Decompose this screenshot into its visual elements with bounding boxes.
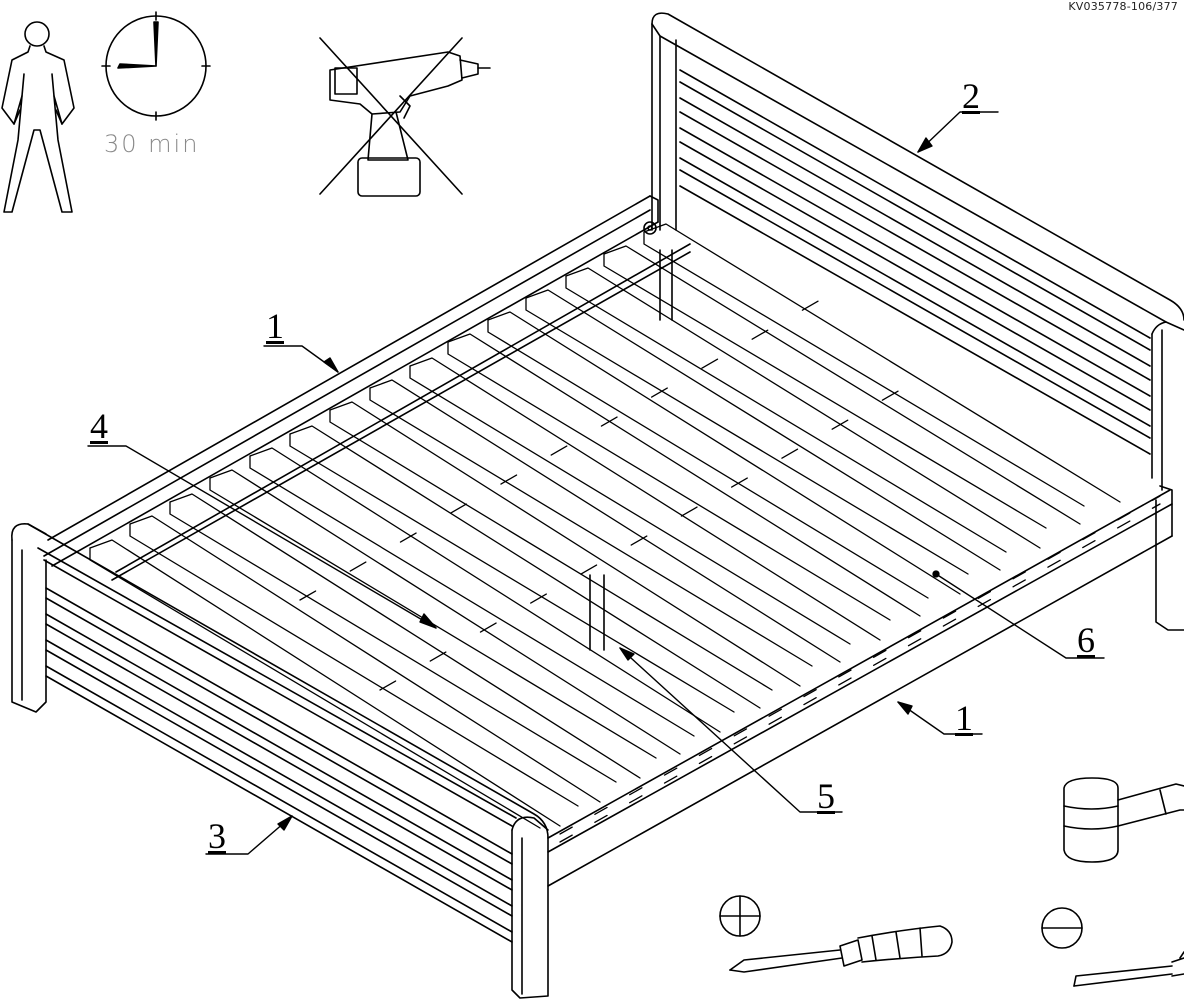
side-rail-left [43, 195, 659, 567]
callout-headboard: 2 [962, 76, 980, 116]
headboard [651, 12, 1184, 631]
side-rail-right [547, 485, 1173, 887]
callout-center-support: 5 [817, 776, 835, 816]
clock-icon [101, 11, 211, 121]
callout-leaders [87, 111, 1105, 855]
callout-footboard: 3 [208, 816, 226, 856]
callout-slat-frame: 4 [90, 406, 108, 446]
callout-side-rail-right: 1 [955, 698, 973, 738]
footboard [11, 523, 549, 999]
no-power-drill-icon [319, 37, 491, 197]
assembly-time-label: 30 min [104, 130, 200, 158]
document-code: KV035778-106/377 [1068, 0, 1178, 13]
callout-side-rail-left: 1 [266, 306, 284, 346]
phillips-screwdriver-icon [719, 895, 953, 973]
person-icon [1, 21, 75, 213]
callout-slat: 6 [1077, 620, 1095, 660]
slats [89, 223, 1161, 843]
rubber-mallet-icon [1063, 777, 1184, 863]
flat-screwdriver-icon [1041, 907, 1184, 987]
